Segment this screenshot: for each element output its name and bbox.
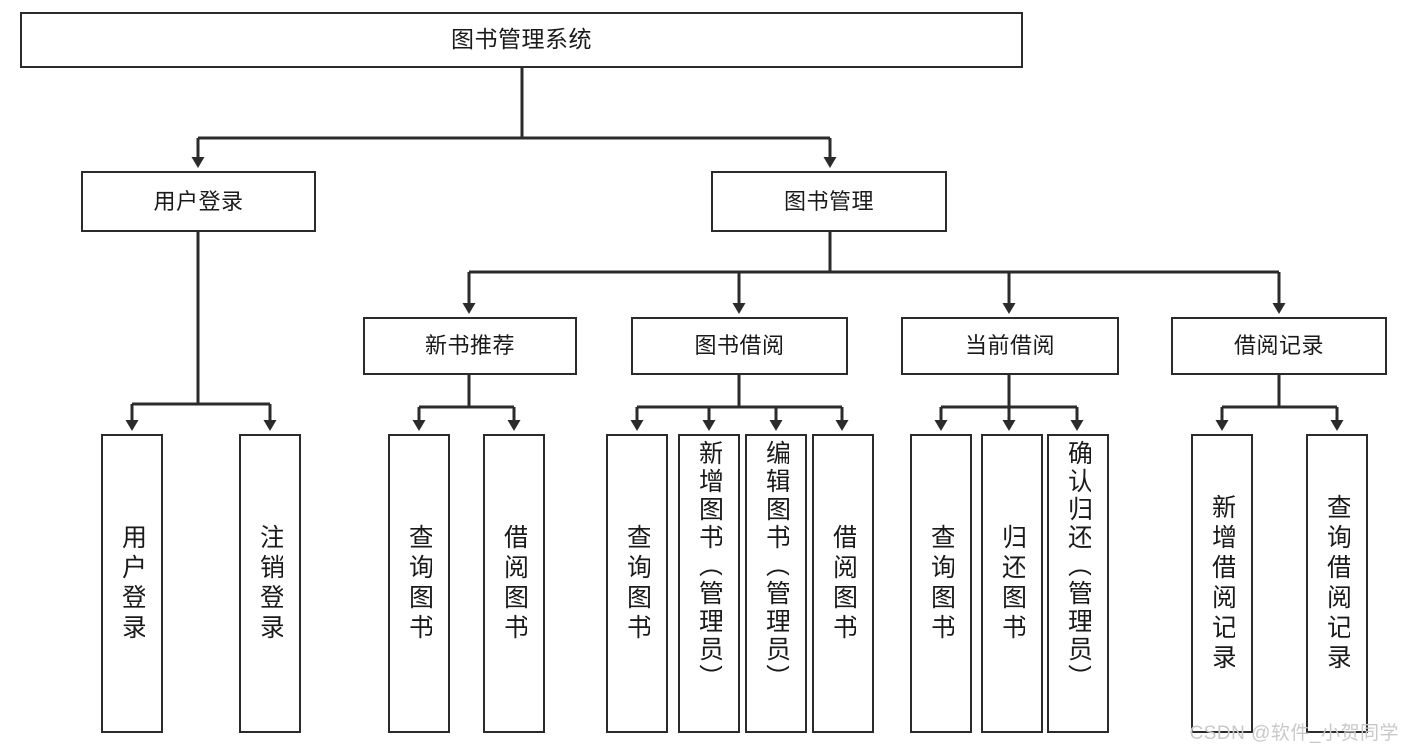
node-label: 新增借阅记录 (1209, 493, 1235, 674)
node-book-manage[interactable]: 图书管理 (711, 171, 947, 232)
node-label: 新书推荐 (424, 333, 515, 359)
node-label: 用户登录 (153, 188, 244, 214)
leaf-confirm-return[interactable]: 确认归还（管理员） (1047, 434, 1109, 733)
leaf-query-book-current[interactable]: 查询图书 (910, 434, 972, 733)
node-label: 查询借阅记录 (1324, 493, 1350, 674)
node-label: 注销登录 (257, 523, 283, 644)
node-label: 借阅图书 (501, 523, 527, 644)
leaf-add-borrow-record[interactable]: 新增借阅记录 (1191, 434, 1253, 733)
node-label: 借阅记录 (1233, 333, 1324, 359)
node-label: 图书借阅 (694, 333, 785, 359)
node-label: 图书管理 (783, 188, 874, 214)
leaf-logout[interactable]: 注销登录 (239, 434, 301, 733)
leaf-return-book[interactable]: 归还图书 (981, 434, 1043, 733)
leaf-user-login[interactable]: 用户登录 (101, 434, 163, 733)
node-label: 查询图书 (624, 523, 650, 644)
node-book-borrow[interactable]: 图书借阅 (631, 317, 848, 375)
leaf-query-book-borrow[interactable]: 查询图书 (606, 434, 668, 733)
leaf-add-book[interactable]: 新增图书（管理员） (678, 434, 740, 733)
node-label: 图书管理系统 (451, 26, 592, 53)
node-current-borrow[interactable]: 当前借阅 (901, 317, 1119, 375)
leaf-query-borrow-record[interactable]: 查询借阅记录 (1306, 434, 1368, 733)
leaf-borrow-book[interactable]: 借阅图书 (812, 434, 874, 733)
node-label: 查询图书 (406, 523, 432, 644)
node-new-book-recommend[interactable]: 新书推荐 (363, 317, 577, 375)
node-label: 借阅图书 (830, 523, 856, 644)
node-borrow-record[interactable]: 借阅记录 (1171, 317, 1387, 375)
leaf-query-book-recommend[interactable]: 查询图书 (388, 434, 450, 733)
node-label: 用户登录 (119, 523, 145, 644)
node-root-system[interactable]: 图书管理系统 (20, 12, 1023, 68)
node-user-login[interactable]: 用户登录 (81, 171, 316, 232)
leaf-borrow-book-recommend[interactable]: 借阅图书 (483, 434, 545, 733)
node-label: 查询图书 (928, 523, 954, 644)
leaf-edit-book[interactable]: 编辑图书（管理员） (745, 434, 807, 733)
node-label: 确认归还（管理员） (1065, 440, 1091, 692)
node-label: 编辑图书（管理员） (763, 440, 789, 692)
csdn-watermark: CSDN @软件_小贺同学 (1189, 723, 1399, 744)
node-label: 归还图书 (999, 523, 1025, 644)
node-label: 新增图书（管理员） (696, 440, 722, 692)
node-label: 当前借阅 (964, 333, 1055, 359)
